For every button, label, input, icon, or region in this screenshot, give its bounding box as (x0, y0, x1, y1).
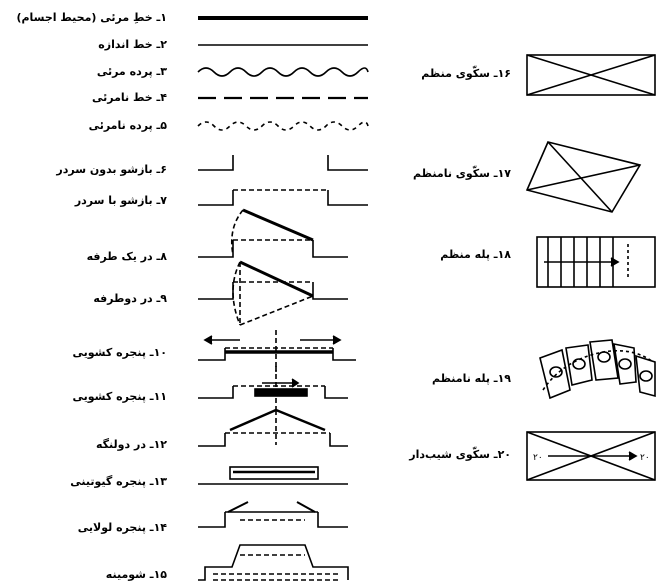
symbol-guillotine-window (198, 466, 348, 485)
label-single-swing-door: ۸ـ در یک طرفه (86, 250, 167, 263)
label-irregular-stair: ۱۹ـ پله نامنظم (431, 372, 511, 385)
label-regular-stair: ۱۸ـ پله منظم (440, 248, 511, 261)
label-sliding-window-b: ۱۱ـ پنجره کشویی (72, 390, 168, 403)
symbol-irregular-platform (525, 141, 642, 213)
symbol-hidden-curtain (197, 121, 369, 131)
symbol-hinged-window (198, 501, 348, 528)
label-hinged-window: ۱۴ـ پنجره لولایی (77, 521, 167, 534)
label-sloped-platform: ۲۰ـ سکّوی شیب‌دار (409, 448, 511, 461)
symbol-opening-with-lintel (198, 189, 368, 206)
symbol-sloped-platform: ۲۰ ۲۰ (526, 431, 656, 481)
symbol-opening-no-lintel (198, 155, 368, 171)
symbol-sliding-window-b (198, 366, 348, 412)
symbol-sliding-window-a (198, 330, 356, 372)
symbol-double-leaf-door (198, 408, 348, 447)
label-guillotine-window: ۱۳ـ پنجره گیوتینی (70, 475, 167, 488)
label-hidden-curtain: ۵ـ پرده نامرئی (88, 119, 167, 132)
label-visible-curtain: ۳ـ پرده مرئی (96, 65, 167, 78)
symbol-double-swing-door (198, 260, 348, 326)
symbol-fireplace (198, 544, 349, 581)
label-visible-line: ۱ـ خطِ مرئی (محیط اجسام) (16, 11, 167, 24)
label-irregular-platform: ۱۷ـ سکّوی نامنظم (413, 167, 511, 180)
symbol-visible-curtain (197, 67, 369, 77)
label-double-leaf-door: ۱۲ـ در دولنگه (95, 438, 167, 451)
label-opening-no-lintel: ۶ـ بازشو بدون سردر (56, 163, 167, 176)
label-dimension-line: ۲ـ خط اندازه (98, 38, 167, 51)
label-fireplace: ۱۵ـ شومینه (105, 568, 167, 581)
label-double-swing-door: ۹ـ در دوطرفه (93, 292, 167, 305)
symbol-single-swing-door (198, 208, 348, 258)
label-regular-platform: ۱۶ـ سکّوی منظم (421, 67, 511, 80)
label-hidden-line: ۴ـ خط نامرئی (91, 91, 167, 104)
symbol-regular-stair (536, 236, 656, 288)
label-sliding-window-a: ۱۰ـ پنجره کشویی (72, 346, 168, 359)
label-opening-with-lintel: ۷ـ بازشو با سردر (74, 194, 167, 207)
symbol-regular-platform (526, 54, 656, 96)
slope-mark-right: ۲۰ (640, 453, 650, 463)
symbol-irregular-stair (539, 339, 656, 400)
slope-mark-left: ۲۰ (533, 453, 543, 463)
